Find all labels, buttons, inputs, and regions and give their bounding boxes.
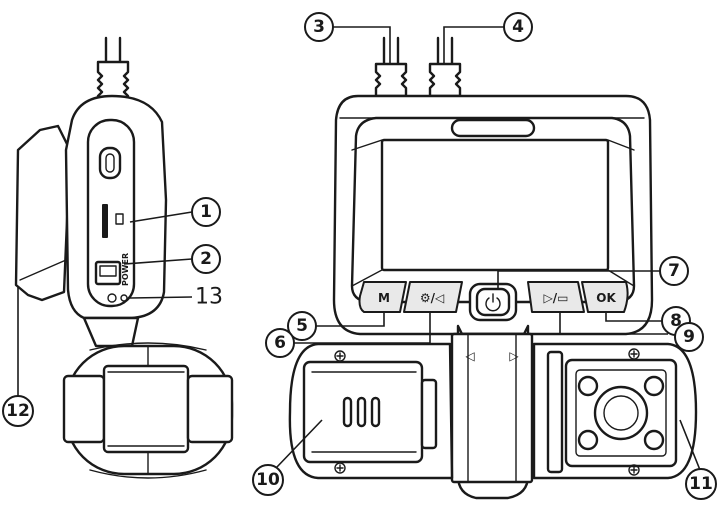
screw-icon: [334, 462, 346, 474]
swivel-arrow-left: ◁: [464, 349, 474, 363]
front-cable-right: [428, 36, 462, 98]
callout-8-label: 8: [670, 311, 682, 331]
callout-7: 7: [659, 256, 689, 286]
menu-back-button-label: ⚙/◁: [420, 291, 444, 305]
left-camera-module: [288, 342, 454, 480]
callout-9-label: 9: [683, 327, 695, 347]
button-row: M ⚙/◁ ▷/▭ OK: [358, 281, 629, 322]
callout-12-label: 12: [6, 401, 30, 421]
right-camera-module: [532, 342, 698, 480]
screw-icon: [628, 348, 640, 360]
play-next-button[interactable]: [527, 281, 585, 313]
callout-1-label: 1: [200, 202, 212, 222]
screw-icon: [628, 464, 640, 476]
vent-slot: [356, 396, 367, 428]
side-cable: [96, 36, 130, 102]
callout-6-label: 6: [274, 333, 286, 353]
top-slot: [450, 118, 536, 138]
ok-button-label: OK: [596, 291, 616, 305]
swivel-arrow-right: ▷: [509, 349, 519, 363]
ir-led-icon: [643, 375, 665, 397]
ir-led-icon: [643, 429, 665, 451]
rear-lens: [593, 385, 649, 441]
mode-button[interactable]: [358, 281, 407, 313]
callout-3: 3: [304, 12, 334, 42]
ok-button[interactable]: [581, 281, 629, 313]
vent-slot: [342, 396, 353, 428]
ir-led-icon: [577, 429, 599, 451]
screw-icon: [334, 350, 346, 362]
callout-10-label: 10: [256, 470, 280, 490]
callout-2-label: 2: [200, 249, 212, 269]
callout-12: 12: [2, 395, 34, 427]
front-cable-left: [374, 36, 408, 98]
ir-led-icon: [577, 375, 599, 397]
callout-1: 1: [191, 197, 221, 227]
callout-7-label: 7: [668, 261, 680, 281]
power-port-label: POWER: [121, 253, 130, 286]
sd-card-icon: [115, 213, 124, 225]
power-port: [94, 260, 122, 286]
reset-button: [107, 293, 117, 303]
callout-11-label: 11: [689, 474, 713, 494]
callout-13: 13: [195, 285, 223, 310]
callout-13-label: 13: [195, 285, 223, 310]
callout-3-label: 3: [313, 17, 325, 37]
callout-5: 5: [287, 311, 317, 341]
callout-5-label: 5: [296, 316, 308, 336]
side-neck: [82, 316, 140, 348]
windshield-mount: [14, 124, 72, 302]
callout-10: 10: [252, 464, 284, 496]
side-rear-camera: [62, 342, 234, 479]
callout-2: 2: [191, 244, 221, 274]
menu-back-button[interactable]: [403, 281, 463, 313]
callout-9: 9: [674, 322, 704, 352]
leader-lines: [17, 26, 701, 471]
callout-4-label: 4: [512, 17, 524, 37]
callout-4: 4: [503, 12, 533, 42]
sd-card-slot: [102, 204, 108, 238]
microphone: [120, 294, 128, 302]
front-view: M ⚙/◁ ▷/▭ OK ◁ ▷: [288, 36, 698, 500]
mode-button-label: M: [378, 291, 390, 305]
vent-slot: [370, 396, 381, 428]
side-usb-port: [98, 146, 122, 180]
callouts: 1 2 3 4 5 6 7 8: [2, 12, 717, 500]
lcd-screen: [380, 138, 610, 272]
callout-11: 11: [685, 468, 717, 500]
play-next-button-label: ▷/▭: [544, 291, 569, 305]
callout-6: 6: [265, 328, 295, 358]
power-icon: [485, 293, 501, 312]
